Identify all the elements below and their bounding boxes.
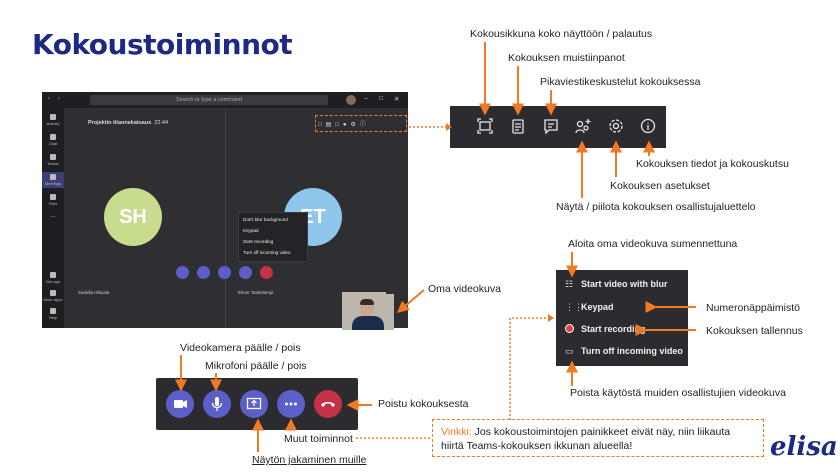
participant-name: Sariella Hiltuala xyxy=(78,290,110,295)
keypad-icon: ⋮⋮ xyxy=(565,302,583,312)
participants-icon[interactable] xyxy=(575,118,591,134)
video-off-icon: ▭ xyxy=(565,346,574,356)
menu-item-incoming-video[interactable]: Turn off incoming video xyxy=(243,250,291,255)
maximize-icon[interactable]: □ xyxy=(379,95,383,102)
label-camera: Videokamera päälle / pois xyxy=(180,342,301,354)
mini-share-button[interactable] xyxy=(218,266,231,279)
teams-icon xyxy=(50,154,56,160)
tip-box: Vinkki: Jos kokoustoimintojen painikkeet… xyxy=(432,419,764,457)
teams-window-screenshot: ‹ › Search or type a command – □ ✕ Activ… xyxy=(42,92,408,328)
meeting-toolbar xyxy=(450,106,666,148)
settings-icon[interactable] xyxy=(608,118,624,134)
mini-mic-button[interactable] xyxy=(197,266,210,279)
context-menu: ☷Start video with blur ⋮⋮Keypad Start re… xyxy=(556,270,688,366)
label-chat: Pikaviestikeskustelut kokouksessa xyxy=(540,76,701,88)
chat-icon[interactable] xyxy=(543,118,559,134)
label-keypad: Numeronäppäimistö xyxy=(706,302,800,314)
toolbar-highlight xyxy=(315,115,407,132)
camera-icon xyxy=(174,400,187,408)
bell-icon xyxy=(50,114,56,120)
sidebar-item-more[interactable]: ... xyxy=(50,212,56,219)
sidebar-item-help[interactable]: Help xyxy=(42,308,64,320)
mic-button[interactable] xyxy=(203,390,231,418)
more-actions-button[interactable] xyxy=(277,390,305,418)
minimize-icon[interactable]: – xyxy=(364,95,368,102)
label-blur: Aloita oma videokuva sumennettuna xyxy=(568,238,738,250)
phone-icon xyxy=(50,272,56,278)
more-actions-menu: Don't blur background Keypad Start recor… xyxy=(238,212,308,262)
participant-avatar-sh: SH xyxy=(104,188,162,246)
mini-toolbar-icons[interactable]: □▤□●⚙ⓘ xyxy=(318,122,370,128)
teams-search-input[interactable]: Search or type a command xyxy=(90,95,328,105)
hangup-icon xyxy=(321,402,335,407)
sidebar-item-activity[interactable]: Activity xyxy=(42,114,64,126)
tip-label: Vinkki: xyxy=(441,426,472,438)
fullscreen-icon[interactable] xyxy=(477,118,493,134)
tip-text: Jos kokoustoimintojen painikkeet eivät n… xyxy=(441,426,731,452)
hangup-button[interactable] xyxy=(314,390,342,418)
label-fullscreen: Kokousikkuna koko näyttöön / palautus xyxy=(470,28,653,40)
forward-icon[interactable]: › xyxy=(58,96,60,102)
info-icon[interactable] xyxy=(640,118,656,134)
share-screen-icon xyxy=(246,397,262,410)
call-control-bar xyxy=(156,378,358,430)
record-icon xyxy=(565,324,574,333)
label-recording: Kokouksen tallennus xyxy=(706,325,803,337)
share-screen-button[interactable] xyxy=(240,390,268,418)
ctx-item-recording[interactable]: Start recording xyxy=(565,324,646,334)
meeting-time: 22:44 xyxy=(154,120,169,126)
more-icon xyxy=(285,402,297,406)
menu-item-blur[interactable]: Don't blur background xyxy=(243,217,288,222)
sidebar-item-get-app[interactable]: Get app xyxy=(42,272,64,284)
label-participants: Näytä / piilota kokouksen osallistujalue… xyxy=(556,201,756,213)
label-incoming-video: Poista käytöstä muiden osallistujien vid… xyxy=(570,387,786,399)
help-icon xyxy=(50,308,56,314)
self-video-thumbnail xyxy=(342,294,394,330)
ctx-item-keypad[interactable]: ⋮⋮Keypad xyxy=(565,302,614,312)
label-hangup: Poistu kokouksesta xyxy=(378,398,469,410)
sidebar-item-chat[interactable]: Chat xyxy=(42,134,64,146)
label-more: Muut toiminnot xyxy=(284,433,353,445)
mini-camera-button[interactable] xyxy=(176,266,189,279)
calendar-icon xyxy=(50,174,56,180)
ctx-item-incoming-video[interactable]: ▭Turn off incoming video xyxy=(565,346,683,356)
menu-item-recording[interactable]: Start recording xyxy=(243,239,274,244)
ctx-item-blur[interactable]: ☷Start video with blur xyxy=(565,279,668,289)
sidebar-item-meetings[interactable]: Meetings xyxy=(42,172,64,188)
user-avatar[interactable] xyxy=(346,95,356,105)
label-notes: Kokouksen muistiinpanot xyxy=(508,52,625,64)
microphone-icon xyxy=(211,397,223,411)
apps-icon xyxy=(50,290,56,296)
mini-more-button[interactable] xyxy=(239,266,252,279)
label-self-video: Oma videokuva xyxy=(428,283,501,295)
slide-title: Kokoustoiminnot xyxy=(32,28,293,61)
camera-button[interactable] xyxy=(166,390,194,418)
label-info: Kokouksen tiedot ja kokouskutsu xyxy=(636,158,789,170)
meeting-title: Projektin tilannekatsaus 22:44 xyxy=(88,120,169,126)
sidebar-item-more-apps[interactable]: More apps xyxy=(42,290,64,302)
sidebar-item-files[interactable]: Files xyxy=(42,194,64,206)
stage-divider xyxy=(225,108,226,328)
notes-icon[interactable] xyxy=(510,118,526,134)
mini-hangup-button[interactable] xyxy=(260,266,273,279)
chat-icon xyxy=(50,134,56,140)
file-icon xyxy=(50,194,56,200)
close-icon[interactable]: ✕ xyxy=(394,96,400,103)
label-settings: Kokouksen asetukset xyxy=(610,180,710,192)
label-share: Näytön jakaminen muille xyxy=(252,454,367,466)
participant-name: Elmer Taskelampi xyxy=(238,290,274,295)
label-mic: Mikrofoni päälle / pois xyxy=(205,360,307,372)
back-icon[interactable]: ‹ xyxy=(48,96,50,102)
sidebar-item-teams[interactable]: Teams xyxy=(42,154,64,166)
teams-sidebar: Activity Chat Teams Meetings Files ... G… xyxy=(42,108,64,328)
elisa-logo: elisa xyxy=(770,432,838,462)
blur-icon: ☷ xyxy=(565,279,574,289)
menu-item-keypad[interactable]: Keypad xyxy=(243,228,259,233)
